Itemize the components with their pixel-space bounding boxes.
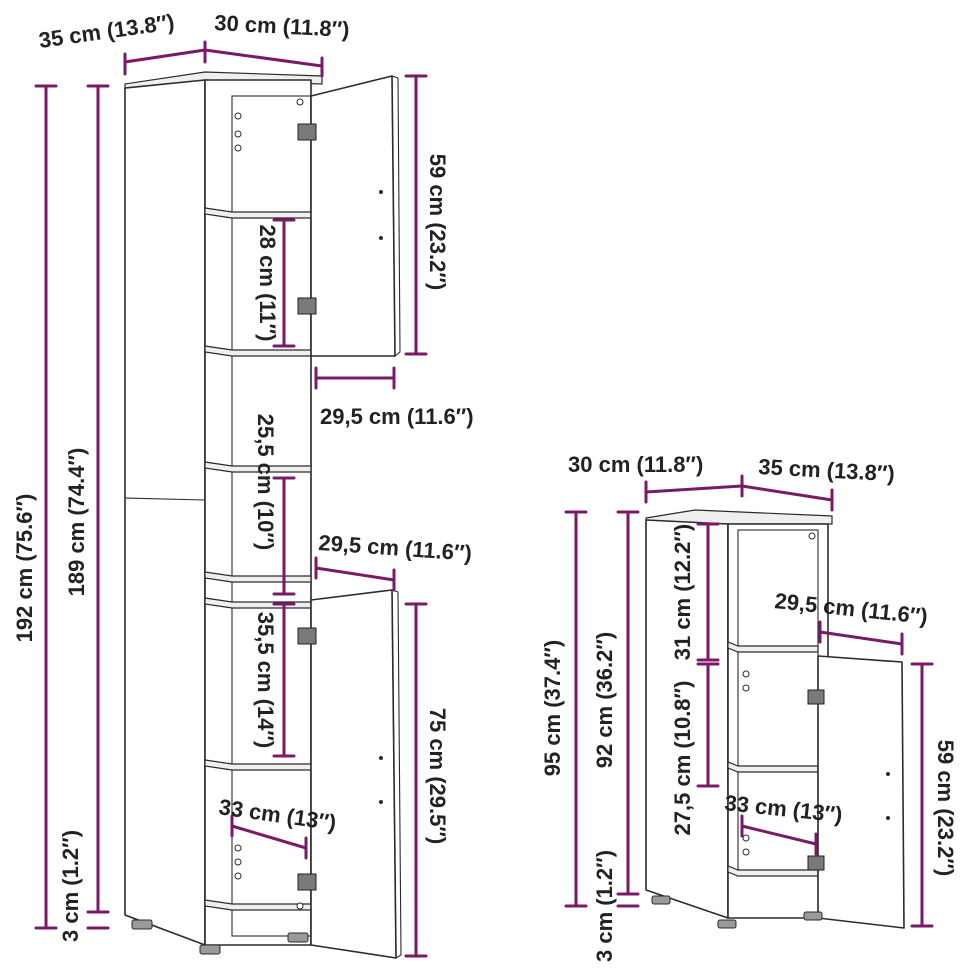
- label-small-depth-top: 35 cm (13.8″): [758, 454, 896, 486]
- peg-hole: [742, 684, 750, 692]
- peg-hole: [234, 872, 242, 880]
- tall-upper-door-edge: [391, 75, 401, 358]
- hinge-icon: [297, 873, 317, 891]
- tall-shelf: [204, 461, 312, 473]
- tall-lower-door: [310, 589, 397, 959]
- label-small-upper-gap: 31 cm (12.2″): [670, 524, 695, 661]
- foot: [131, 919, 153, 930]
- peg-hole: [234, 130, 242, 138]
- label-tall-total-height: 192 cm (75.6″): [12, 494, 37, 643]
- tall-lower-door-edge: [391, 589, 402, 959]
- label-tall-upper-shelf-gap: 28 cm (11″): [255, 225, 280, 342]
- peg-hole: [234, 144, 242, 152]
- door-knob-dot: [379, 190, 383, 194]
- peg-hole: [234, 844, 242, 852]
- door-knob-dot: [379, 756, 383, 760]
- foot: [287, 932, 309, 943]
- label-tall-foot-height: 3 cm (1.2″): [58, 830, 83, 942]
- peg-hole: [742, 670, 750, 678]
- peg-hole: [808, 532, 816, 540]
- door-knob-dot: [379, 236, 383, 240]
- hinge-icon: [807, 855, 825, 871]
- label-tall-upper-door-height: 59 cm (23.2″): [425, 154, 450, 291]
- peg-hole: [234, 858, 242, 866]
- label-tall-upper-door-width: 29,5 cm (11.6″): [320, 404, 474, 429]
- hinge-icon: [297, 123, 317, 141]
- label-tall-lower-door-width: 29,5 cm (11.6″): [318, 530, 473, 566]
- label-small-lower-gap: 27,5 cm (10.8″): [670, 681, 695, 836]
- label-small-foot-height: 3 cm (1.2″): [592, 850, 617, 962]
- label-tall-lower-shelf-gap: 35,5 cm (14″): [253, 612, 278, 749]
- tall-cabinet-inner-back: [231, 95, 312, 937]
- foot: [199, 944, 221, 955]
- tall-cabinet-front-frame: [204, 79, 312, 946]
- door-knob-dot: [886, 816, 890, 820]
- label-tall-width-top: 30 cm (11.8″): [214, 10, 350, 42]
- door-knob-dot: [379, 800, 383, 804]
- label-tall-lower-door-height: 75 cm (29.5″): [425, 708, 450, 845]
- hinge-icon: [807, 689, 825, 705]
- peg-hole: [296, 902, 304, 910]
- small-cabinet-drawing: [645, 509, 905, 929]
- hinge-icon: [297, 627, 317, 645]
- label-tall-middle-shelf-gap: 25,5 cm (10″): [253, 414, 278, 551]
- peg-hole: [742, 848, 750, 856]
- label-small-body-height: 92 cm (36.2″): [592, 632, 617, 769]
- label-tall-body-height: 189 cm (74.4″): [64, 448, 89, 597]
- peg-hole: [234, 112, 242, 120]
- label-small-door-height: 59 cm (23.2″): [933, 740, 958, 877]
- tall-cabinet-side-joint: [124, 497, 206, 501]
- small-cabinet-dimension-lines: [564, 474, 934, 928]
- label-small-total-height: 95 cm (37.4″): [540, 640, 565, 777]
- tall-cabinet-side: [124, 79, 206, 946]
- hinge-icon: [297, 297, 317, 315]
- label-tall-depth-top: 35 cm (13.8″): [37, 9, 176, 53]
- small-door: [817, 655, 905, 929]
- tall-upper-door: [310, 75, 396, 357]
- label-small-width-top: 30 cm (11.8″): [568, 452, 703, 477]
- foot: [717, 919, 737, 929]
- peg-hole: [742, 834, 750, 842]
- foot: [651, 895, 671, 905]
- foot: [803, 911, 823, 921]
- door-knob-dot: [886, 772, 890, 776]
- tall-cabinet-drawing: [124, 71, 402, 959]
- tall-cabinet-labels: 35 cm (13.8″) 30 cm (11.8″) 192 cm (75.6…: [12, 9, 474, 942]
- tall-cabinet-dimension-lines: [34, 40, 428, 958]
- small-shelf: [727, 641, 819, 653]
- peg-hole: [296, 98, 304, 106]
